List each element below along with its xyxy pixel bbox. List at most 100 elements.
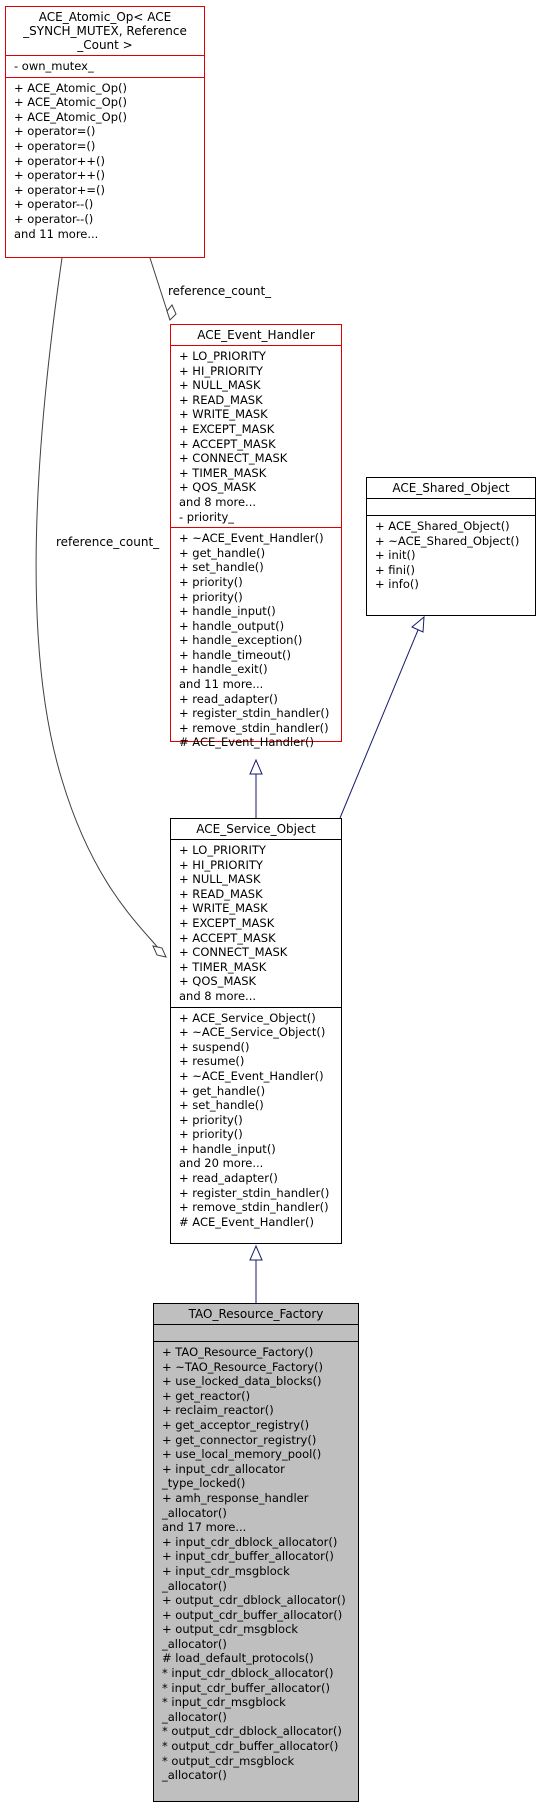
member-row: + get_acceptor_registry() bbox=[162, 1417, 310, 1432]
member-row: + ~ACE_Event_Handler() bbox=[179, 531, 324, 546]
member-row: + HI_PRIORITY bbox=[179, 857, 263, 872]
class-title: ACE_Event_Handler bbox=[171, 325, 341, 345]
edge-reference-count-eventhandler bbox=[149, 257, 171, 321]
member-row: + TIMER_MASK bbox=[179, 959, 267, 974]
member-row: + operator=() bbox=[14, 124, 96, 139]
member-row: and 17 more... bbox=[162, 1520, 247, 1535]
diamond-eventhandler bbox=[166, 304, 177, 321]
class-ace-service-object[interactable]: ACE_Service_Object + LO_PRIORITY+ HI_PRI… bbox=[170, 818, 342, 1244]
arrow-inherit-shared bbox=[411, 615, 425, 633]
member-row: + EXCEPT_MASK bbox=[179, 421, 275, 436]
class-tao-resource-factory[interactable]: TAO_Resource_Factory + TAO_Resource_Fact… bbox=[153, 1303, 359, 1802]
member-row: + priority() bbox=[179, 574, 243, 589]
member-row: + get_handle() bbox=[179, 1083, 266, 1098]
member-row: + reclaim_reactor() bbox=[162, 1403, 274, 1418]
member-row: + remove_stdin_handler() bbox=[179, 720, 329, 735]
member-row: + WRITE_MASK bbox=[179, 407, 268, 422]
member-row: # load_default_protocols() bbox=[162, 1651, 314, 1666]
title-line: _Count > bbox=[77, 38, 133, 52]
member-row: + ACCEPT_MASK bbox=[179, 930, 276, 945]
member-row: + handle_input() bbox=[179, 604, 276, 619]
member-row: + READ_MASK bbox=[179, 886, 263, 901]
member-row: + register_stdin_handler() bbox=[179, 706, 330, 721]
member-row: + input_cdr_msgblock bbox=[162, 1563, 290, 1578]
member-row: + handle_output() bbox=[179, 618, 285, 633]
title-line: TAO_Resource_Factory bbox=[188, 1307, 324, 1321]
title-line: _SYNCH_MUTEX, Reference bbox=[23, 24, 187, 38]
class-title: ACE_Atomic_Op< ACE _SYNCH_MUTEX, Referen… bbox=[6, 7, 204, 55]
member-row: + read_adapter() bbox=[179, 1171, 278, 1186]
member-row: _allocator() bbox=[162, 1768, 227, 1783]
class-title: TAO_Resource_Factory bbox=[154, 1304, 358, 1324]
member-row: _type_locked() bbox=[162, 1476, 246, 1491]
member-row: + suspend() bbox=[179, 1039, 250, 1054]
member-row: + operator=() bbox=[14, 138, 96, 153]
class-title: ACE_Service_Object bbox=[171, 819, 341, 839]
member-row: + input_cdr_dblock_allocator() bbox=[162, 1534, 338, 1549]
member-row: and 20 more... bbox=[179, 1156, 264, 1171]
member-row: + handle_timeout() bbox=[179, 647, 292, 662]
member-row: + handle_input() bbox=[179, 1141, 276, 1156]
member-row: + operator+=() bbox=[14, 182, 105, 197]
member-row: + get_connector_registry() bbox=[162, 1432, 317, 1447]
member-row: + fini() bbox=[375, 562, 415, 577]
arrow-inherit-eventhandler bbox=[249, 758, 263, 775]
class-ace-atomic-op[interactable]: ACE_Atomic_Op< ACE _SYNCH_MUTEX, Referen… bbox=[5, 6, 205, 258]
attributes-section: - own_mutex_ bbox=[6, 55, 204, 77]
member-row: + operator++() bbox=[14, 168, 105, 183]
methods-section: + TAO_Resource_Factory()+ ~TAO_Resource_… bbox=[154, 1341, 358, 1786]
member-row: + output_cdr_msgblock bbox=[162, 1622, 299, 1637]
member-row: + ~TAO_Resource_Factory() bbox=[162, 1359, 323, 1374]
member-row: + operator--() bbox=[14, 197, 94, 212]
methods-section: + ACE_Service_Object()+ ~ACE_Service_Obj… bbox=[171, 1006, 341, 1233]
member-row: * input_cdr_buffer_allocator() bbox=[162, 1680, 330, 1695]
member-row: + QOS_MASK bbox=[179, 480, 257, 495]
member-row: + WRITE_MASK bbox=[179, 901, 268, 916]
member-row: + ACE_Atomic_Op() bbox=[14, 80, 128, 95]
member-row: + priority() bbox=[179, 589, 243, 604]
member-row: * output_cdr_dblock_allocator() bbox=[162, 1724, 342, 1739]
member-row: + READ_MASK bbox=[179, 392, 263, 407]
member-row: + operator--() bbox=[14, 211, 94, 226]
member-row: + priority() bbox=[179, 1127, 243, 1142]
member-row: and 8 more... bbox=[179, 494, 257, 509]
member-row: + NULL_MASK bbox=[179, 872, 261, 887]
member-row: # ACE_Event_Handler() bbox=[179, 1214, 314, 1229]
member-row: + read_adapter() bbox=[179, 691, 278, 706]
member-row: + ACE_Service_Object() bbox=[179, 1010, 316, 1025]
arrow-inherit-service bbox=[249, 1244, 263, 1261]
edge-reference-count-serviceobject bbox=[35, 257, 165, 956]
member-row: + LO_PRIORITY bbox=[179, 843, 266, 857]
diamond-serviceobject bbox=[152, 945, 167, 958]
member-row: + ~ACE_Shared_Object() bbox=[375, 533, 520, 548]
class-ace-shared-object[interactable]: ACE_Shared_Object + ACE_Shared_Object()+… bbox=[366, 477, 536, 616]
member-row: + remove_stdin_handler() bbox=[179, 1200, 329, 1215]
title-line: ACE_Atomic_Op< ACE bbox=[38, 10, 172, 24]
member-row: + get_reactor() bbox=[162, 1388, 251, 1403]
member-row: + use_locked_data_blocks() bbox=[162, 1374, 322, 1389]
member-row: + HI_PRIORITY bbox=[179, 363, 263, 378]
member-row: + CONNECT_MASK bbox=[179, 945, 288, 960]
member-row: + output_cdr_dblock_allocator() bbox=[162, 1593, 346, 1608]
member-row: + input_cdr_buffer_allocator() bbox=[162, 1549, 334, 1564]
member-row: + ACE_Atomic_Op() bbox=[14, 95, 128, 110]
class-ace-event-handler[interactable]: ACE_Event_Handler + LO_PRIORITY+ HI_PRIO… bbox=[170, 324, 342, 749]
class-title: ACE_Shared_Object bbox=[367, 478, 535, 498]
attributes-section: + LO_PRIORITY+ HI_PRIORITY+ NULL_MASK+ R… bbox=[171, 345, 341, 527]
member-row: * input_cdr_dblock_allocator() bbox=[162, 1666, 334, 1681]
member-row: - own_mutex_ bbox=[14, 59, 94, 73]
member-row: + handle_exit() bbox=[179, 662, 268, 677]
methods-section: + ~ACE_Event_Handler()+ get_handle()+ se… bbox=[171, 527, 341, 753]
member-row: + CONNECT_MASK bbox=[179, 451, 288, 466]
member-row: + ~ACE_Event_Handler() bbox=[179, 1068, 324, 1083]
member-row: + LO_PRIORITY bbox=[179, 349, 266, 363]
member-row: + ~ACE_Service_Object() bbox=[179, 1025, 326, 1040]
member-row: * output_cdr_msgblock bbox=[162, 1753, 295, 1768]
member-row: + NULL_MASK bbox=[179, 378, 261, 393]
member-row: + resume() bbox=[179, 1054, 245, 1069]
member-row: * input_cdr_msgblock bbox=[162, 1695, 286, 1710]
member-row: + get_handle() bbox=[179, 545, 266, 560]
member-row: + handle_exception() bbox=[179, 633, 303, 648]
member-row: and 8 more... bbox=[179, 988, 257, 1003]
